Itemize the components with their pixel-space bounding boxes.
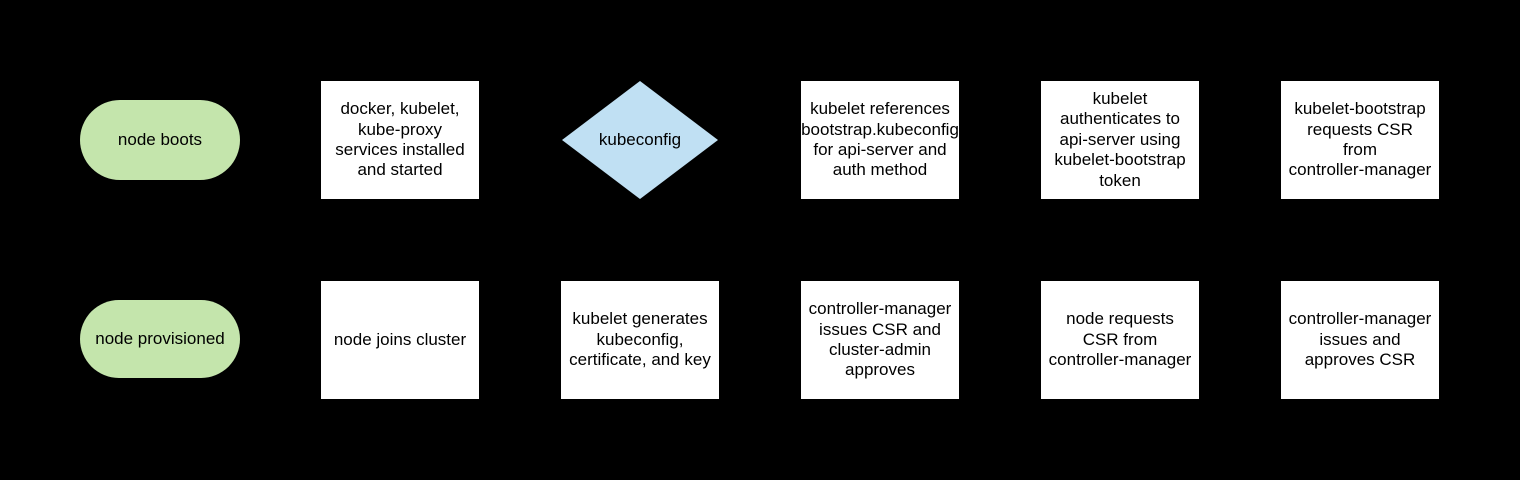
terminator-node-provisioned: node provisioned (80, 300, 240, 378)
process-kubelet-generates-kubeconfig: kubelet generates kubeconfig, certificat… (561, 281, 719, 399)
node-label: kubelet generates kubeconfig, certificat… (569, 309, 711, 370)
node-label: node requests CSR from controller-manage… (1048, 309, 1192, 370)
process-node-joins-cluster: node joins cluster (321, 281, 479, 399)
node-label: controller-manager issues CSR and cluste… (808, 299, 952, 380)
node-label: controller-manager issues and approves C… (1288, 309, 1432, 370)
process-node-requests-csr: node requests CSR from controller-manage… (1041, 281, 1199, 399)
node-label: kubelet authenticates to api-server usin… (1054, 89, 1186, 190)
terminator-node-boots: node boots (80, 100, 240, 180)
node-label: node joins cluster (333, 329, 467, 349)
node-label: docker, kubelet, kube-proxy services ins… (335, 99, 465, 180)
process-controller-manager-issues-csr-cluster-admin-approves: controller-manager issues CSR and cluste… (801, 281, 959, 399)
node-label: node provisioned (95, 328, 225, 348)
node-label: kubelet references bootstrap.kubeconfig … (801, 99, 959, 180)
process-kubelet-authenticates: kubelet authenticates to api-server usin… (1041, 81, 1199, 199)
decision-kubeconfig: kubeconfig (562, 81, 718, 199)
node-label: kubeconfig (598, 129, 682, 149)
node-label: kubelet-bootstrap requests CSR from cont… (1288, 99, 1432, 180)
process-services-installed: docker, kubelet, kube-proxy services ins… (321, 81, 479, 199)
process-kubelet-references-bootstrap-kubeconfig: kubelet references bootstrap.kubeconfig … (801, 81, 959, 199)
process-kubelet-bootstrap-requests-csr: kubelet-bootstrap requests CSR from cont… (1281, 81, 1439, 199)
node-label: node boots (117, 129, 203, 149)
process-controller-manager-issues-approves-csr: controller-manager issues and approves C… (1281, 281, 1439, 399)
